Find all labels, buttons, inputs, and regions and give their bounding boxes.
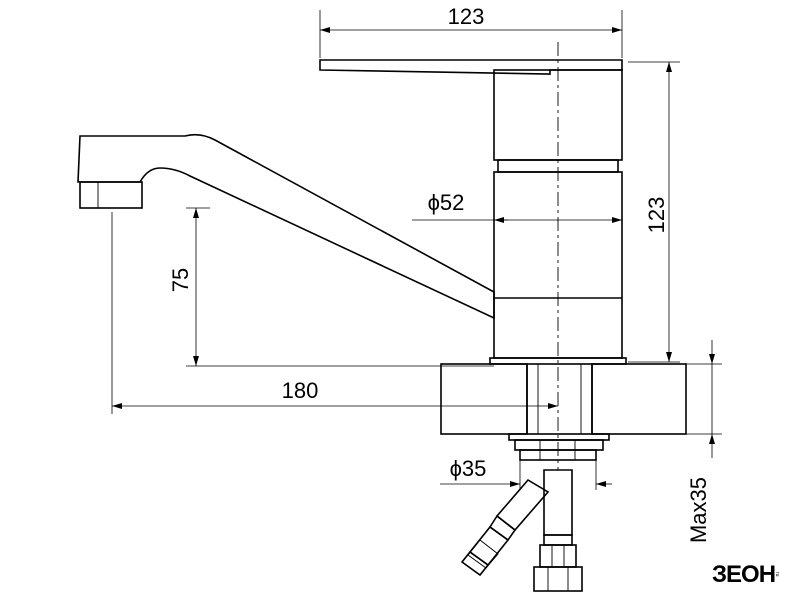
flexible-hoses xyxy=(460,469,583,592)
dimension-spout-reach: 180 xyxy=(111,212,558,414)
dimension-mount-diameter: ϕ35 xyxy=(440,456,612,490)
dimension-body-height: 123 xyxy=(628,61,680,363)
brand-name: ЗЕОН xyxy=(712,561,775,588)
dimension-handle-length: 123 xyxy=(319,4,623,58)
dimension-label-max-thickness: Max35 xyxy=(686,477,711,543)
dimension-label-handle: 123 xyxy=(448,4,485,29)
dimension-label-spout-reach: 180 xyxy=(282,378,319,403)
mounting-nut xyxy=(508,433,610,461)
brand-logo: ЗЕОН ru xyxy=(712,561,780,588)
dimension-body-diameter: ϕ52 xyxy=(412,190,622,223)
dimension-label-body-height: 123 xyxy=(644,197,669,234)
dimension-max-thickness: Max35 xyxy=(686,340,722,543)
dimension-label-spout-height: 75 xyxy=(168,268,193,292)
faucet-spout xyxy=(77,133,495,320)
dimension-spout-height: 75 xyxy=(168,207,494,367)
brand-sub: ru xyxy=(774,572,780,577)
faucet-handle xyxy=(319,59,623,173)
countertop-section xyxy=(440,363,687,435)
dimension-label-body-diameter: ϕ52 xyxy=(428,190,465,215)
mounting-shank xyxy=(526,364,593,434)
dimension-label-mount-diameter: ϕ35 xyxy=(450,456,487,481)
